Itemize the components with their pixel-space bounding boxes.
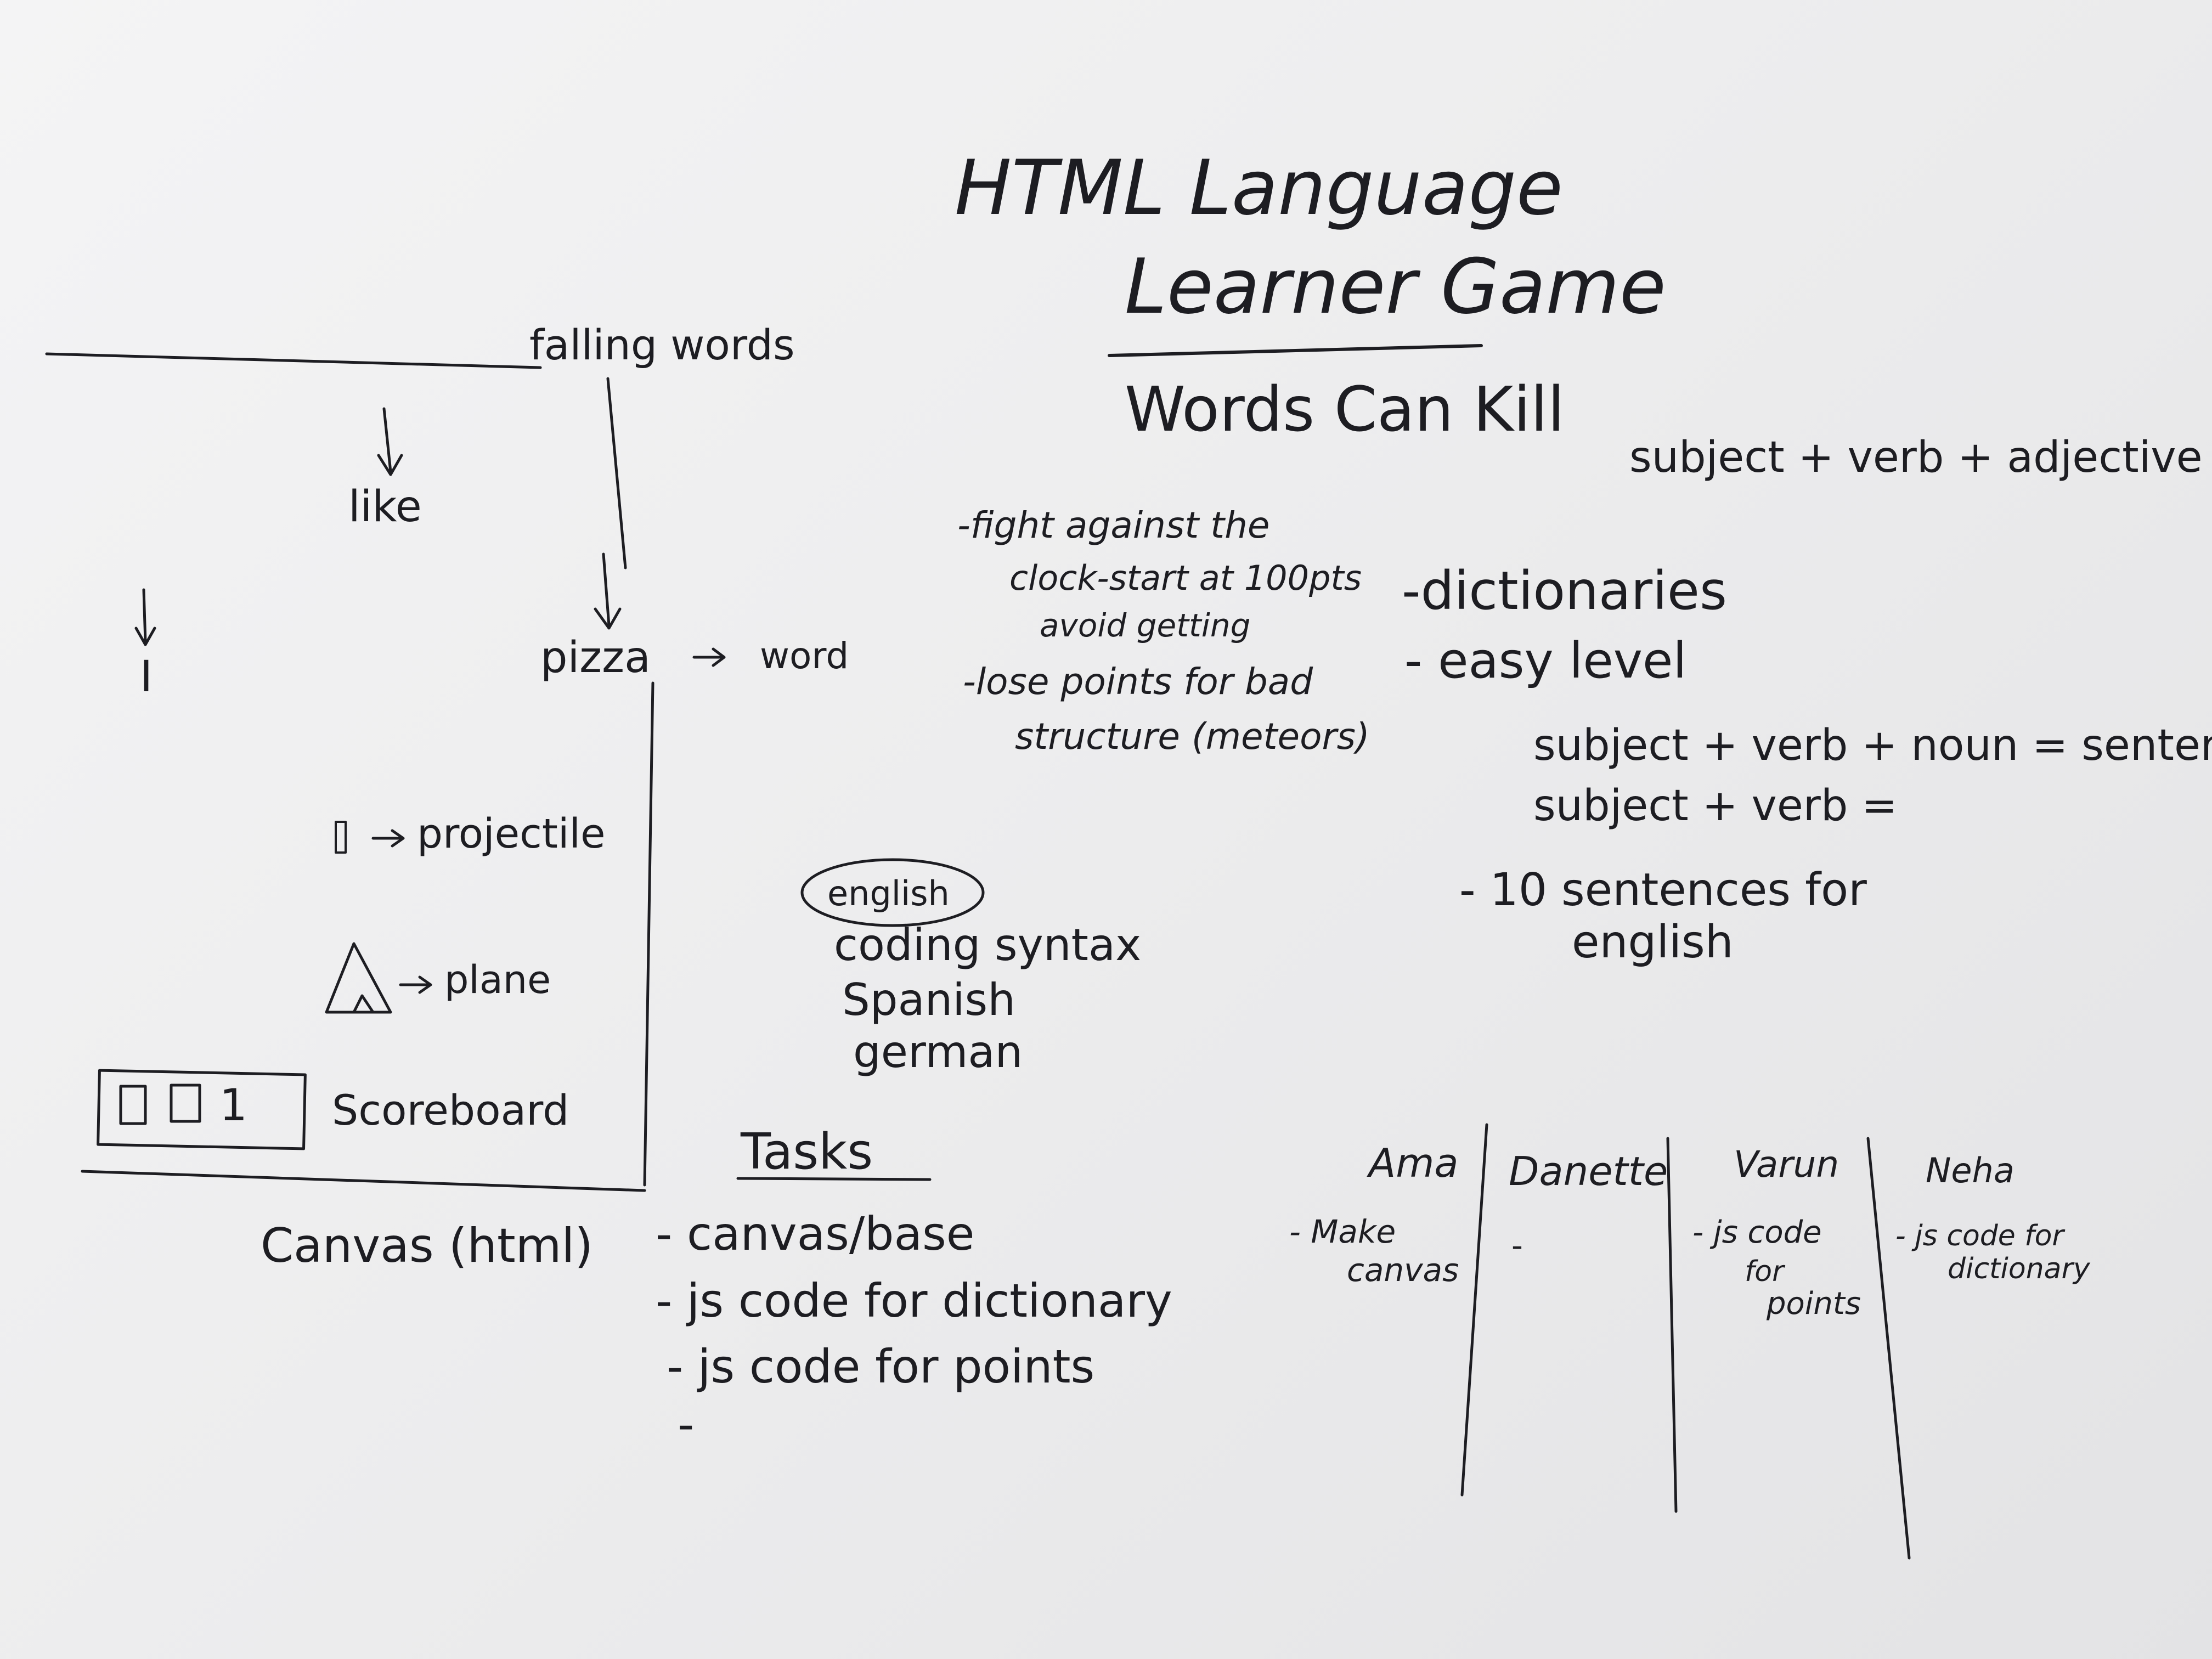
rules-line5: structure (meteors)	[1015, 715, 1370, 758]
title-line2: Learner Game	[1125, 242, 1666, 331]
word-label: word	[760, 635, 849, 677]
word-i: I	[140, 652, 153, 702]
varun-task-line2: for	[1745, 1255, 1786, 1288]
falling-words-label: falling words	[529, 320, 795, 369]
neha-task-line1: - js code for	[1895, 1220, 2066, 1252]
word-pizza: pizza	[540, 633, 651, 682]
sentences-line2: english	[1572, 916, 1734, 968]
team-name-ama: Ama	[1367, 1140, 1459, 1186]
team-divider-3	[1868, 1138, 1909, 1558]
projectile-icon	[336, 822, 346, 853]
pizza-to-word-arrow	[694, 649, 724, 665]
team-divider-1	[1462, 1125, 1487, 1495]
rules-line1: -fight against the	[957, 504, 1270, 546]
word-like: like	[348, 482, 422, 532]
canvas-right-edge	[645, 683, 653, 1185]
title-line1: HTML Language	[955, 144, 1563, 232]
i-arrow	[136, 590, 155, 645]
language-coding: coding syntax	[834, 919, 1141, 970]
plane-arrow	[400, 977, 431, 992]
rules-line2: clock-start at 100pts	[1009, 558, 1362, 598]
note-dictionaries: -dictionaries	[1402, 560, 1727, 622]
tasks-heading: Tasks	[740, 1123, 873, 1181]
ama-task-line1: - Make	[1289, 1213, 1396, 1250]
canvas-bottom-edge	[82, 1171, 645, 1190]
team-name-varun: Varun	[1734, 1143, 1839, 1186]
canvas-top-edge	[47, 354, 540, 368]
plane-icon	[326, 944, 391, 1012]
scoreboard-digit-box-2	[171, 1085, 200, 1121]
canvas-caption: Canvas (html)	[261, 1218, 593, 1273]
projectile-label: projectile	[417, 810, 605, 857]
varun-task-line1: - js code	[1692, 1215, 1822, 1250]
ama-task-line2: canvas	[1347, 1251, 1459, 1289]
sentences-line1: - 10 sentences for	[1459, 864, 1867, 916]
task-item-2: - js code for dictionary	[656, 1274, 1172, 1328]
neha-task-line2: dictionary	[1948, 1252, 2091, 1285]
like-arrow	[379, 409, 402, 475]
title-underline	[1109, 346, 1481, 356]
falling-line	[608, 379, 625, 568]
language-german: german	[853, 1026, 1023, 1077]
tasks-underline	[738, 1178, 930, 1180]
plane-label: plane	[444, 957, 551, 1002]
task-item-4: -	[678, 1397, 694, 1451]
scoreboard-box	[98, 1070, 306, 1149]
task-item-1: - canvas/base	[656, 1207, 974, 1261]
note-easy-level: - easy level	[1404, 632, 1686, 690]
scoreboard-digits: 1	[219, 1080, 247, 1131]
danette-task-line1: -	[1511, 1227, 1523, 1264]
scoreboard-digit-box-1	[121, 1086, 145, 1124]
pizza-arrow	[595, 554, 620, 628]
scoreboard-label: Scoreboard	[332, 1086, 569, 1135]
formula-top: subject + verb + adjective = sente	[1629, 433, 2212, 482]
rules-line3: avoid getting	[1040, 607, 1250, 644]
language-english: english	[827, 873, 950, 913]
task-item-3: - js code for points	[667, 1340, 1094, 1393]
team-divider-2	[1668, 1138, 1676, 1511]
projectile-arrow	[373, 831, 403, 846]
varun-task-line3: points	[1766, 1286, 1861, 1322]
rules-line4: -lose points for bad	[963, 661, 1313, 703]
team-name-danette: Danette	[1509, 1148, 1668, 1194]
team-name-neha: Neha	[1926, 1150, 2015, 1190]
subtitle: Words Can Kill	[1125, 374, 1565, 445]
formula-line2: subject + verb =	[1533, 781, 1898, 831]
formula-line1: subject + verb + noun = sentence	[1533, 721, 2212, 770]
language-spanish: Spanish	[842, 974, 1015, 1025]
